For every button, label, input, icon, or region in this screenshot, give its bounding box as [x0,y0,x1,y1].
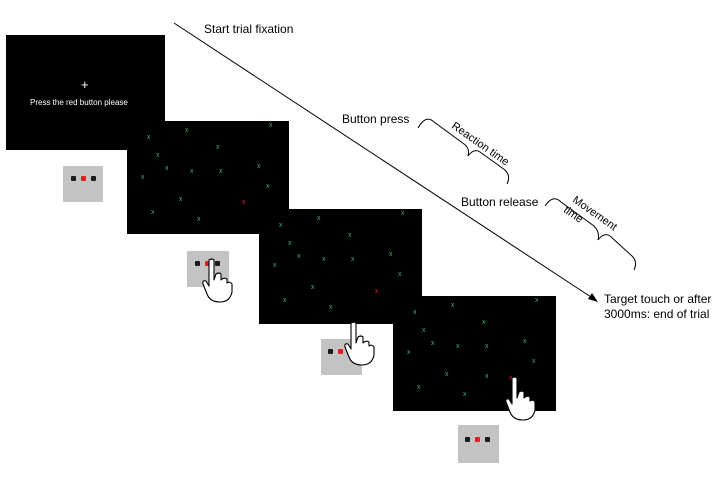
end-of-trial-label-1: Target touch or after [604,292,712,306]
left-button [71,176,76,181]
distractor-x: x [190,168,194,175]
distractor-x: x [485,373,489,380]
distractor-x: x [197,216,201,223]
distractor-x: x [257,163,261,170]
button-box-1 [63,166,103,202]
red-button [205,261,210,266]
distractor-x: x [398,271,402,278]
distractor-x: x [401,210,405,217]
distractor-x: x [482,319,486,326]
distractor-x: x [348,232,352,239]
distractor-x: x [523,338,527,345]
distractor-x: x [156,152,160,159]
reaction-time-brace [417,118,510,185]
hand-pointer-icon [202,258,233,303]
right-button [215,261,220,266]
distractor-x: x [311,284,315,291]
red-button [475,437,480,442]
distractor-x: x [407,349,411,356]
distractor-x: x [147,134,151,141]
hand-pointer-icon [505,376,536,421]
timeline-arrowhead [588,293,598,302]
distractor-x: x [422,327,426,334]
distractor-x: x [165,165,169,172]
end-of-trial-label-2: 3000ms: end of trial [604,307,710,321]
distractor-x: x [532,358,536,365]
fixation-cross: + [81,77,89,92]
distractor-x: x [431,340,435,347]
target-x: x [509,375,513,382]
distractor-x: x [413,309,417,316]
distractor-x: x [456,343,460,350]
distractor-x: x [297,253,301,260]
distractor-x: x [317,215,321,222]
distractor-x: x [179,196,183,203]
red-button [338,349,343,354]
distractor-x: x [216,144,220,151]
distractor-x: x [445,371,449,378]
distractor-x: x [351,256,355,263]
right-button [485,437,490,442]
distractor-x: x [535,297,539,304]
movement-time-brace [544,198,637,271]
distractor-x: x [266,183,270,190]
distractor-x: x [417,384,421,391]
button-press-label: Button press [342,112,410,126]
button-box-4 [458,425,499,463]
distractor-x: x [322,256,326,263]
timeline-arrow-line [173,22,595,300]
distractor-x: x [141,174,145,181]
target-x: x [375,288,379,295]
target-x: x [242,199,246,206]
left-button [195,261,200,266]
distractor-x: x [151,209,155,216]
distractor-x: x [219,168,223,175]
right-button [91,176,96,181]
distractor-x: x [329,304,333,311]
hand-pointer-icon [344,321,375,366]
button-release-label: Button release [461,195,539,209]
distractor-x: x [288,240,292,247]
red-button [81,176,86,181]
distractor-x: x [185,127,189,134]
start-fixation-label: Start trial fixation [204,22,294,36]
distractor-x: x [389,251,393,258]
fixation-instruction: Press the red button please [30,98,128,107]
distractor-x: x [283,297,287,304]
left-button [328,349,333,354]
distractor-x: x [451,302,455,309]
distractor-x: x [485,343,489,350]
distractor-x: x [269,122,273,129]
distractor-x: x [279,222,283,229]
distractor-x: x [463,391,467,398]
left-button [465,437,470,442]
distractor-x: x [273,262,277,269]
